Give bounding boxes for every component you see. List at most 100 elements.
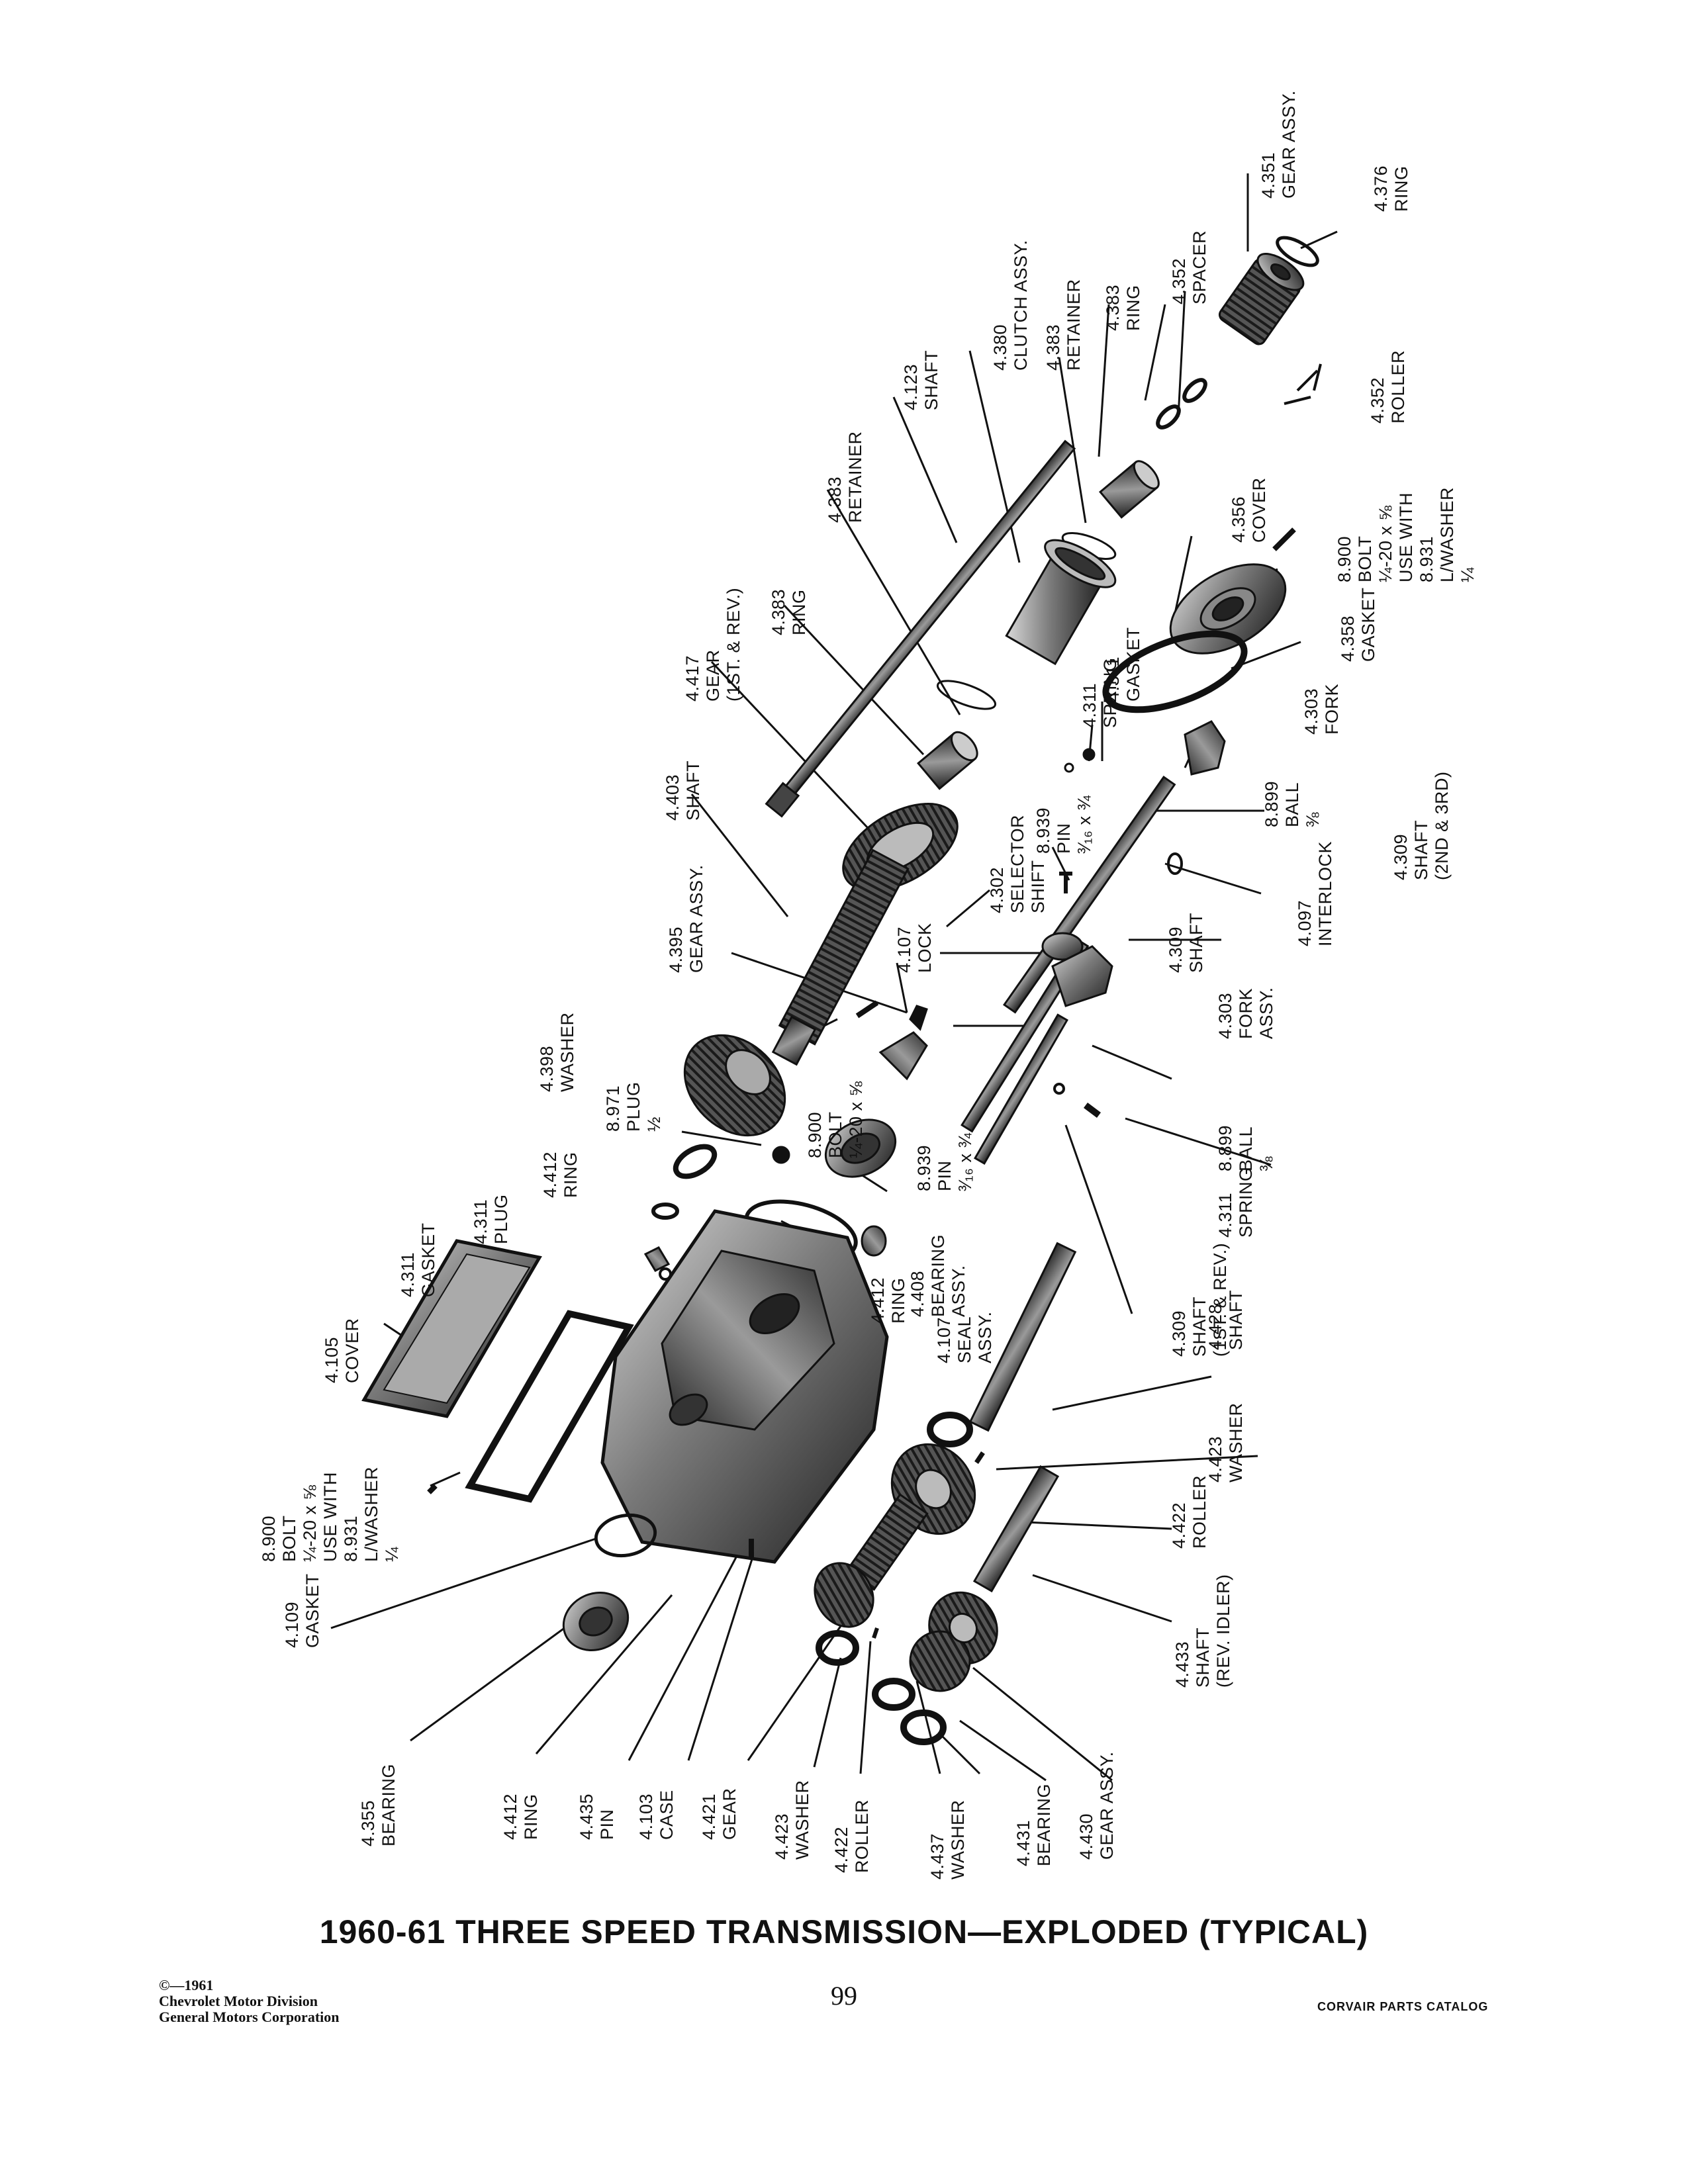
callout-line: 4.311 (471, 1199, 491, 1244)
callout-line: 8.900 (1335, 536, 1354, 582)
callout-line: ASSY. (1256, 987, 1276, 1039)
callout-line: L/WASHER (1437, 487, 1457, 582)
callout-line: RING (561, 1152, 581, 1199)
callout-line: 4.107 (894, 927, 914, 973)
callout-line: 4.309 (1391, 834, 1411, 880)
callout-line: 4.398 (537, 1046, 557, 1092)
callout-line: 4.097 (1295, 900, 1315, 946)
callout-line: ⅜ (1256, 1156, 1276, 1171)
callout-line: 4.423 (772, 1813, 792, 1860)
callout-line: 4.358 (1338, 615, 1358, 662)
callout-line: ¼ (382, 1547, 402, 1562)
callout-line: 4.423 (1205, 1436, 1225, 1482)
callout-line: PLUG (624, 1081, 643, 1132)
callout-line: 4.303 (1215, 993, 1235, 1039)
callout-line: 4.433 (1172, 1641, 1192, 1688)
callout-line: 4.309 (1169, 1310, 1189, 1357)
callout-line: SHAFT (1193, 1627, 1213, 1688)
catalog-name: CORVAIR PARTS CATALOG (1317, 2000, 1489, 2013)
callout-line: 4.107 (934, 1317, 954, 1363)
page-title: 1960-61 THREE SPEED TRANSMISSION—EXPLODE… (319, 1913, 1369, 1950)
callout-line: (REV. IDLER) (1213, 1574, 1233, 1688)
callout-line: 4.383 (769, 589, 788, 635)
callout-line: 4.311 (1080, 683, 1100, 728)
callout-line: PIN (935, 1160, 955, 1191)
callout-line: 8.899 (1262, 781, 1282, 827)
callout-line: RING (789, 590, 809, 636)
callout-line: WASHER (792, 1780, 812, 1860)
callout-line: SHAFT (921, 350, 941, 410)
callout-line: 4.403 (663, 774, 682, 821)
callout-line: WASHER (1226, 1402, 1246, 1482)
callout-line: 4.352 (1169, 258, 1189, 304)
callout-line: SHAFT (1226, 1290, 1246, 1350)
callout-line: GASKET (418, 1222, 438, 1297)
callout-line: USE WITH (1396, 492, 1416, 582)
callout-line: 4.311 (1215, 1193, 1235, 1238)
callout-line: BEARING (928, 1234, 948, 1317)
callout-line: ROLLER (1190, 1475, 1209, 1549)
callout-line: GEAR ASSY. (686, 864, 706, 973)
callout-line: 4.412 (500, 1794, 520, 1840)
callout-line: BALL (1236, 1126, 1256, 1171)
callout-line: ⅜ (1303, 812, 1323, 827)
callout-line: 4.303 (1301, 688, 1321, 735)
callout-line: SPACER (1190, 230, 1209, 304)
copyright-corporation: General Motors Corporation (159, 2009, 340, 2025)
callout-line: ½ (644, 1116, 664, 1132)
callout-line: 4.431 (1013, 1820, 1033, 1866)
callout-line: 8.931 (341, 1516, 361, 1562)
callout-line: 4.352 (1368, 377, 1387, 424)
callout-line: SPRING (1100, 657, 1120, 728)
callout-line: ASSY. (949, 1265, 968, 1317)
callout-line: 4.103 (636, 1794, 656, 1840)
callout-line: 4.356 (1229, 496, 1248, 543)
callout-line: 8.939 (1033, 807, 1053, 854)
callout-line: RING (1123, 285, 1143, 332)
callout-line: 8.900 (805, 1112, 825, 1158)
callout-line: ¼-20 x ⅝ (300, 1484, 320, 1562)
callout-line: 4.428 (1205, 1304, 1225, 1350)
callout-line: 4.309 (1166, 927, 1186, 973)
callout-line: FORK (1322, 684, 1342, 735)
callout-line: GASKET (1123, 627, 1143, 702)
callout-line: 4.376 (1371, 165, 1391, 212)
copyright-year: ©—1961 (159, 1977, 214, 1993)
callout-line: 4.351 (1258, 152, 1278, 199)
callout-line: 4.395 (666, 927, 686, 973)
callout-line: 4.422 (1169, 1502, 1189, 1549)
callout-line: BEARING (1034, 1784, 1054, 1866)
callout-line: ¼-20 x ⅝ (1376, 505, 1395, 582)
callout-line: CLUTCH ASSY. (1011, 240, 1031, 371)
transmission-parts (361, 236, 1322, 1745)
copyright-block: ©—1961 Chevrolet Motor Division General … (159, 1978, 340, 2025)
callout-line: ASSY. (975, 1311, 995, 1363)
callout-line: 8.971 (603, 1085, 623, 1132)
